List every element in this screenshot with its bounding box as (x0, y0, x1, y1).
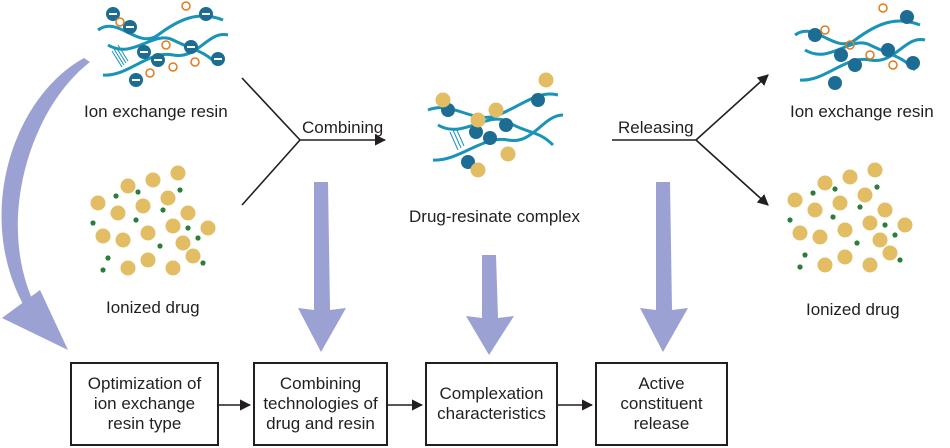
ion-exchange-resin-right-icon (794, 3, 926, 90)
curved-flow-arrowhead (2, 290, 68, 350)
releasing-junction (612, 74, 769, 206)
label-resin-left: Ion exchange resin (84, 102, 228, 121)
big-down-arrows (298, 182, 688, 355)
box-line: release (633, 414, 690, 433)
box-line: constituent (620, 394, 703, 413)
label-combining: Combining (302, 118, 384, 137)
box-optimization: Optimization of ion exchange resin type (70, 362, 219, 446)
label-drug-left: Ionized drug (106, 298, 200, 317)
label-drug-right: Ionized drug (806, 300, 900, 319)
box-line: ion exchange (93, 394, 196, 413)
box-line: resin type (107, 414, 182, 433)
curved-flow-arrow (1, 58, 91, 322)
down-arrow-combining (298, 182, 346, 352)
box-combining-technologies: Combining technologies of drug and resin (253, 362, 388, 446)
down-arrow-release (640, 182, 688, 352)
box-line: characteristics (437, 404, 546, 423)
down-arrow-complex (466, 255, 514, 355)
box-line: Optimization of (87, 374, 202, 393)
drug-resinate-complex-icon (427, 72, 564, 178)
box-line: drug and resin (266, 414, 375, 433)
box-line: Complexation (439, 384, 544, 403)
combining-junction (241, 77, 387, 206)
box-complexation: Complexation characteristics (425, 362, 558, 446)
ionized-drug-left-icon (90, 165, 216, 276)
box-release: Active constituent release (595, 362, 728, 446)
positive-small-ions (115, 1, 200, 78)
ionized-drug-right-icon (787, 162, 913, 273)
box-line: Active (638, 374, 685, 393)
label-complex: Drug-resinate complex (409, 207, 581, 226)
ion-exchange-resin-left-icon (97, 1, 229, 87)
box-line: technologies of (263, 394, 378, 413)
label-releasing: Releasing (618, 118, 694, 137)
negative-ions (106, 7, 225, 87)
box-line: Combining (279, 374, 362, 393)
label-resin-right: Ion exchange resin (790, 102, 934, 121)
